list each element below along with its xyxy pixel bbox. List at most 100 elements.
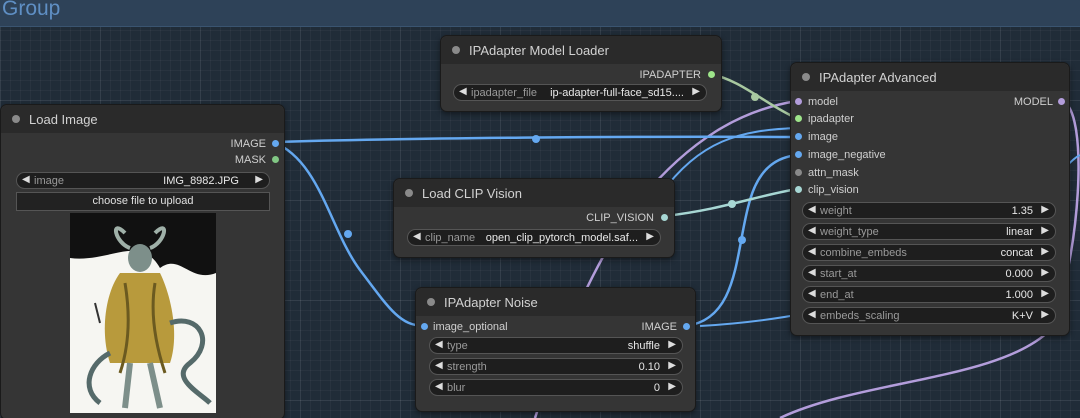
output-model-slot[interactable] (1058, 98, 1065, 105)
widget-noise-blur[interactable]: ◀ blur 0 ▶ (429, 379, 683, 396)
arrow-left-icon[interactable]: ◀ (808, 267, 816, 278)
link-image-extra (659, 127, 798, 196)
input-image-negative-label: image_negative (808, 149, 886, 161)
arrow-left-icon[interactable]: ◀ (435, 360, 443, 371)
input-ipadapter-slot[interactable] (795, 115, 802, 122)
output-ipadapter-label: IPADAPTER (639, 69, 701, 81)
output-clip-vision-slot[interactable] (661, 214, 668, 221)
reroute-dot[interactable] (344, 230, 352, 238)
widget-noise-strength[interactable]: ◀ strength 0.10 ▶ (429, 358, 683, 375)
widget-label: weight_type (820, 226, 879, 238)
node-header[interactable]: IPAdapter Noise (416, 288, 695, 316)
widget-noise-type[interactable]: ◀ type shuffle ▶ (429, 337, 683, 354)
input-image-negative-slot[interactable] (795, 151, 802, 158)
node-load-image[interactable]: Load Image IMAGE MASK ◀ image IMG_8982.J… (0, 104, 285, 418)
input-image-optional-slot[interactable] (421, 323, 428, 330)
input-clip-vision-label: clip_vision (808, 184, 859, 196)
reroute-dot[interactable] (738, 236, 746, 244)
widget-label: image (34, 175, 64, 187)
widget-label: weight (820, 205, 852, 217)
collapse-dot-icon[interactable] (452, 46, 460, 54)
arrow-right-icon[interactable]: ▶ (692, 86, 700, 97)
arrow-right-icon[interactable]: ▶ (668, 360, 676, 371)
widget-weight-type[interactable]: ◀ weight_type linear ▶ (802, 223, 1056, 240)
output-ipadapter-slot[interactable] (708, 71, 715, 78)
group-title: Group (2, 0, 61, 20)
arrow-right-icon[interactable]: ▶ (1041, 309, 1049, 320)
arrow-right-icon[interactable]: ▶ (1041, 246, 1049, 257)
input-clip-vision-slot[interactable] (795, 186, 802, 193)
output-image-slot[interactable] (683, 323, 690, 330)
node-header[interactable]: Load CLIP Vision (394, 179, 674, 207)
widget-value: concat (1000, 247, 1033, 259)
arrow-left-icon[interactable]: ◀ (808, 288, 816, 299)
node-header[interactable]: Load Image (1, 105, 284, 133)
arrow-left-icon[interactable]: ◀ (808, 204, 816, 215)
widget-label: clip_name (425, 232, 476, 244)
widget-ipadapter-file[interactable]: ◀ ipadapter_file ip-adapter-full-face_sd… (453, 84, 707, 101)
arrow-left-icon[interactable]: ◀ (435, 381, 443, 392)
output-model-label: MODEL (1013, 96, 1053, 108)
node-title: IPAdapter Advanced (819, 70, 937, 85)
input-model-label: model (808, 96, 838, 108)
widget-label: start_at (820, 268, 857, 280)
widget-image-select[interactable]: ◀ image IMG_8982.JPG ▶ (16, 172, 270, 189)
widget-clip-name[interactable]: ◀ clip_name open_clip_pytorch_model.saf.… (407, 229, 661, 246)
collapse-dot-icon[interactable] (802, 73, 810, 81)
arrow-left-icon[interactable]: ◀ (22, 174, 30, 185)
node-header[interactable]: IPAdapter Advanced (791, 63, 1069, 91)
node-load-clip-vision[interactable]: Load CLIP Vision CLIP_VISION ◀ clip_name… (393, 178, 675, 258)
widget-value: 1.35 (1011, 205, 1033, 217)
widget-label: strength (447, 361, 487, 373)
reroute-dot[interactable] (728, 200, 736, 208)
widget-label: embeds_scaling (820, 310, 900, 322)
arrow-right-icon[interactable]: ▶ (1041, 225, 1049, 236)
input-ipadapter-label: ipadapter (808, 113, 854, 125)
arrow-left-icon[interactable]: ◀ (435, 339, 443, 350)
arrow-right-icon[interactable]: ▶ (668, 381, 676, 392)
collapse-dot-icon[interactable] (427, 298, 435, 306)
arrow-right-icon[interactable]: ▶ (668, 339, 676, 350)
widget-end-at[interactable]: ◀ end_at 1.000 ▶ (802, 286, 1056, 303)
widget-value: 1.000 (1005, 289, 1033, 301)
node-title: IPAdapter Noise (444, 295, 538, 310)
collapse-dot-icon[interactable] (405, 189, 413, 197)
widget-embeds-scaling[interactable]: ◀ embeds_scaling K+V ▶ (802, 307, 1056, 324)
arrow-left-icon[interactable]: ◀ (459, 86, 467, 97)
arrow-left-icon[interactable]: ◀ (413, 231, 421, 242)
output-mask-slot[interactable] (272, 156, 279, 163)
widget-start-at[interactable]: ◀ start_at 0.000 ▶ (802, 265, 1056, 282)
node-header[interactable]: IPAdapter Model Loader (441, 36, 721, 64)
group-header[interactable]: Group (0, 0, 1080, 27)
input-image-slot[interactable] (795, 133, 802, 140)
output-image-slot[interactable] (272, 140, 279, 147)
output-mask-label: MASK (234, 154, 266, 166)
arrow-right-icon[interactable]: ▶ (646, 231, 654, 242)
node-ipadapter-advanced[interactable]: IPAdapter Advanced model MODEL ipadapter… (790, 62, 1070, 336)
arrow-right-icon[interactable]: ▶ (1041, 204, 1049, 215)
widget-value: 0.000 (1005, 268, 1033, 280)
widget-value: linear (1006, 226, 1033, 238)
input-attn-mask-slot[interactable] (795, 169, 802, 176)
choose-file-button[interactable]: choose file to upload (16, 192, 270, 211)
widget-combine-embeds[interactable]: ◀ combine_embeds concat ▶ (802, 244, 1056, 261)
reroute-dot[interactable] (532, 135, 540, 143)
input-model-slot[interactable] (795, 98, 802, 105)
arrow-left-icon[interactable]: ◀ (808, 246, 816, 257)
arrow-left-icon[interactable]: ◀ (808, 225, 816, 236)
node-ipadapter-model-loader[interactable]: IPAdapter Model Loader IPADAPTER ◀ ipada… (440, 35, 722, 112)
arrow-right-icon[interactable]: ▶ (1041, 267, 1049, 278)
widget-label: blur (447, 382, 466, 394)
node-ipadapter-noise[interactable]: IPAdapter Noise image_optional IMAGE ◀ t… (415, 287, 696, 412)
output-clip-vision-label: CLIP_VISION (586, 212, 654, 224)
widget-weight[interactable]: ◀ weight 1.35 ▶ (802, 202, 1056, 219)
collapse-dot-icon[interactable] (12, 115, 20, 123)
input-image-label: image (808, 131, 838, 143)
arrow-right-icon[interactable]: ▶ (255, 174, 263, 185)
widget-label: ipadapter_file (471, 87, 538, 99)
arrow-left-icon[interactable]: ◀ (808, 309, 816, 320)
reroute-dot[interactable] (751, 93, 759, 101)
output-image-label: IMAGE (230, 138, 266, 150)
arrow-right-icon[interactable]: ▶ (1041, 288, 1049, 299)
